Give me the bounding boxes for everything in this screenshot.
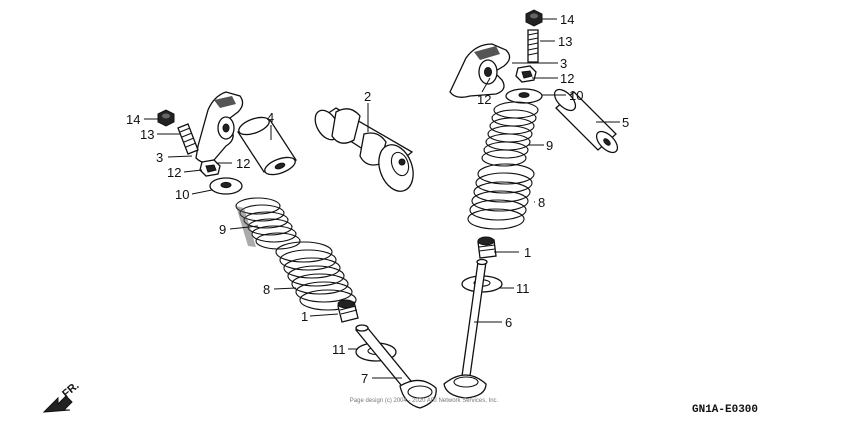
callout-11-right: 11 xyxy=(516,281,530,296)
callout-14-left: 14 xyxy=(126,112,140,127)
outer-valve-spring-right[interactable] xyxy=(467,163,535,230)
spring-retainer-right[interactable] xyxy=(505,88,543,104)
callout-10-left: 10 xyxy=(175,187,189,202)
lock-nut-left[interactable] xyxy=(157,109,175,127)
lock-nut-right[interactable] xyxy=(525,9,543,27)
callout-13-left: 13 xyxy=(140,127,154,142)
rocker-shaft-left[interactable] xyxy=(237,114,298,178)
inner-valve-spring-left[interactable] xyxy=(235,197,301,250)
callout-3-left: 3 xyxy=(156,150,163,165)
callout-5: 5 xyxy=(622,115,629,130)
callout-6: 6 xyxy=(505,315,512,330)
callout-4: 4 xyxy=(267,110,274,125)
callout-labels: 14 13 3 12 12 10 9 8 1 11 7 4 2 14 13 3 … xyxy=(126,12,629,386)
callout-12-right-b: 12 xyxy=(477,92,491,107)
inner-valve-spring-right[interactable] xyxy=(481,101,539,167)
outer-valve-spring-left[interactable] xyxy=(275,241,357,311)
direction-indicator: FR. xyxy=(42,380,82,413)
adjusting-screw-right[interactable] xyxy=(527,29,539,63)
callout-2: 2 xyxy=(364,89,371,104)
callout-9-right: 9 xyxy=(546,138,553,153)
callout-1-left: 1 xyxy=(301,309,308,324)
direction-label: FR. xyxy=(60,380,81,401)
valve-left[interactable] xyxy=(354,324,437,409)
callout-7: 7 xyxy=(361,371,368,386)
callout-11-left: 11 xyxy=(332,342,346,357)
callout-12-right-a: 12 xyxy=(560,71,574,86)
camshaft[interactable] xyxy=(310,106,419,196)
stem-seal-left[interactable] xyxy=(337,299,359,323)
copyright-text: Page design (c) 2004 - 2020 ARI Network … xyxy=(350,398,499,404)
callout-8-left: 8 xyxy=(263,282,270,297)
callout-13-right: 13 xyxy=(558,34,572,49)
diagram-code: GN1A-E0300 xyxy=(692,404,758,416)
stem-seal-right[interactable] xyxy=(477,236,497,259)
callout-1-right: 1 xyxy=(524,245,531,260)
spring-retainer-left[interactable] xyxy=(209,177,243,195)
callout-9-left: 9 xyxy=(219,222,226,237)
callout-8-right: 8 xyxy=(538,195,545,210)
callout-12-left-b: 12 xyxy=(167,165,181,180)
callout-12-left-a: 12 xyxy=(236,156,250,171)
callout-3-right: 3 xyxy=(560,56,567,71)
callout-14-right: 14 xyxy=(560,12,574,27)
rocker-arm-left[interactable] xyxy=(195,91,244,164)
rocker-shaft-right[interactable] xyxy=(551,86,621,156)
adjusting-screw-left[interactable] xyxy=(177,123,199,155)
tappet-right[interactable] xyxy=(515,65,537,83)
tappet-left[interactable] xyxy=(199,159,221,177)
valve-right[interactable] xyxy=(443,258,488,399)
rocker-arm-right[interactable] xyxy=(449,43,511,98)
leader-lines xyxy=(144,18,620,379)
callout-10-right: 10 xyxy=(569,88,583,103)
